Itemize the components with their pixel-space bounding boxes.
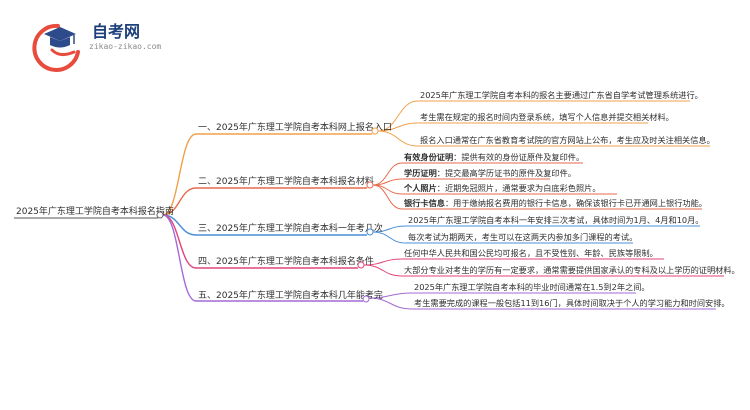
- branch-1[interactable]: 一、2025年广东理工学院自考本科网上报名入口 2025年广东理工学院自考本科的…: [198, 90, 715, 145]
- branch-2-item-4-term: 银行卡信息: [403, 198, 445, 208]
- branch-2-collapse-toggle[interactable]: [366, 181, 374, 189]
- branch-3-collapse-toggle[interactable]: [366, 228, 374, 236]
- branch-3-item-2-connector: [372, 231, 633, 244]
- branch-3-item-1: 2025年广东理工学院自考本科一年安排三次考试，具体时间为1月、4月和10月。: [408, 215, 704, 225]
- branch-5-item-1: 2025年广东理工学院自考本科的毕业时间通常在1.5到2年之间。: [414, 282, 650, 292]
- branch-2-item-4-desc: ：用于缴纳报名费用的银行卡信息，确保该银行卡已开通网上银行功能。: [445, 198, 707, 208]
- branch-3-item-1-connector: [372, 225, 700, 233]
- branch-5-collapse-toggle[interactable]: [362, 295, 370, 303]
- branch-5-item-2: 考生需要完成的课程一般包括11到16门，具体时间取决于个人的学习能力和时间安排。: [414, 298, 730, 308]
- branch-2-label: 二、2025年广东理工学院自考本科报名材料: [198, 175, 374, 187]
- branch-1-item-2-connector: [377, 122, 648, 132]
- branch-2-item-2-connector: [372, 178, 550, 186]
- site-logo[interactable]: 自考网 zikao-zikao.com: [32, 22, 161, 72]
- branch-5[interactable]: 五、2025年广东理工学院自考本科几年能考完 2025年广东理工学院自考本科的毕…: [198, 282, 730, 308]
- branch-2-item-1-desc: ：提供有效的身份证原件及复印件。: [453, 152, 584, 162]
- branch-2-item-2: 学历证明：提交最高学历证书的原件及复印件。: [404, 168, 576, 178]
- logo-url: zikao-zikao.com: [89, 42, 161, 51]
- branch-4-item-1: 任何中华人民共和国公民均可报名，且不受性别、年龄、民族等限制。: [404, 248, 658, 258]
- branch-2-item-2-desc: ：提交最高学历证书的原件及复印件。: [437, 168, 576, 178]
- branch-3-label: 三、2025年广东理工学院自考本科一年考几次: [198, 222, 383, 234]
- branch-2-item-3: 个人照片：近期免冠照片，通常要求为白底彩色照片。: [403, 183, 601, 193]
- branch-2-item-3-desc: ：近期免冠照片，通常要求为白底彩色照片。: [437, 183, 601, 193]
- branch-3[interactable]: 三、2025年广东理工学院自考本科一年考几次 2025年广东理工学院自考本科一年…: [198, 215, 704, 242]
- branch-4-label: 四、2025年广东理工学院自考本科报名条件: [198, 255, 374, 267]
- root-node[interactable]: 2025年广东理工学院自考本科报名指南: [14, 205, 174, 219]
- branch-2-item-4-connector: [372, 184, 702, 210]
- branch-1-item-3-connector: [377, 130, 710, 147]
- branch-2-connector: [162, 187, 367, 216]
- root-label: 2025年广东理工学院自考本科报名指南: [16, 205, 174, 217]
- branch-1-collapse-toggle[interactable]: [371, 127, 379, 135]
- branch-5-item-2-connector: [368, 297, 716, 310]
- graduation-cap-icon: [32, 23, 80, 72]
- branch-1-item-3: 报名入口通常在广东省教育考试院的官方网站上公布，考生应及时关注相关信息。: [420, 135, 715, 145]
- branch-3-item-2: 每次考试为期两天，考生可以在这两天内参加多门课程的考试。: [408, 232, 637, 242]
- branch-2-item-2-term: 学历证明: [404, 168, 437, 178]
- branch-5-label: 五、2025年广东理工学院自考本科几年能考完: [198, 289, 383, 301]
- branch-2-item-1-term: 有效身份证明: [404, 152, 453, 162]
- branch-5-item-1-connector: [368, 292, 636, 299]
- branch-4-item-2-connector: [363, 264, 724, 277]
- branch-2-item-1-connector: [372, 162, 583, 186]
- branch-3-connector: [162, 214, 367, 236]
- branch-1-item-1: 2025年广东理工学院自考本科的报名主要通过广东省自学考试管理系统进行。: [420, 90, 703, 100]
- logo-title: 自考网: [92, 22, 140, 41]
- connector-lines: [162, 100, 724, 310]
- branch-4-collapse-toggle[interactable]: [357, 261, 365, 269]
- branch-4[interactable]: 四、2025年广东理工学院自考本科报名条件 任何中华人民共和国公民均可报名，且不…: [198, 248, 740, 275]
- branch-1-item-2: 考生需在规定的报名时间内登录系统，填写个人信息并提交相关材料。: [420, 112, 674, 122]
- branch-4-item-2: 大部分专业对考生的学历有一定要求，通常需要提供国家承认的专科及以上学历的证明材料…: [404, 265, 740, 275]
- root-collapse-toggle[interactable]: [156, 211, 164, 219]
- branch-2-item-1: 有效身份证明：提供有效的身份证原件及复印件。: [404, 152, 584, 162]
- branch-4-item-1-connector: [363, 258, 664, 266]
- branch-5-connector: [162, 214, 363, 302]
- branch-1-label: 一、2025年广东理工学院自考本科网上报名入口: [198, 121, 392, 133]
- branch-1-connector: [162, 133, 372, 216]
- branch-2-item-3-term: 个人照片: [403, 183, 437, 193]
- branch-2-item-4: 银行卡信息：用于缴纳报名费用的银行卡信息，确保该银行卡已开通网上银行功能。: [403, 198, 707, 208]
- branch-2[interactable]: 二、2025年广东理工学院自考本科报名材料 有效身份证明：提供有效的身份证原件及…: [198, 152, 707, 208]
- branch-1-item-1-connector: [377, 100, 690, 132]
